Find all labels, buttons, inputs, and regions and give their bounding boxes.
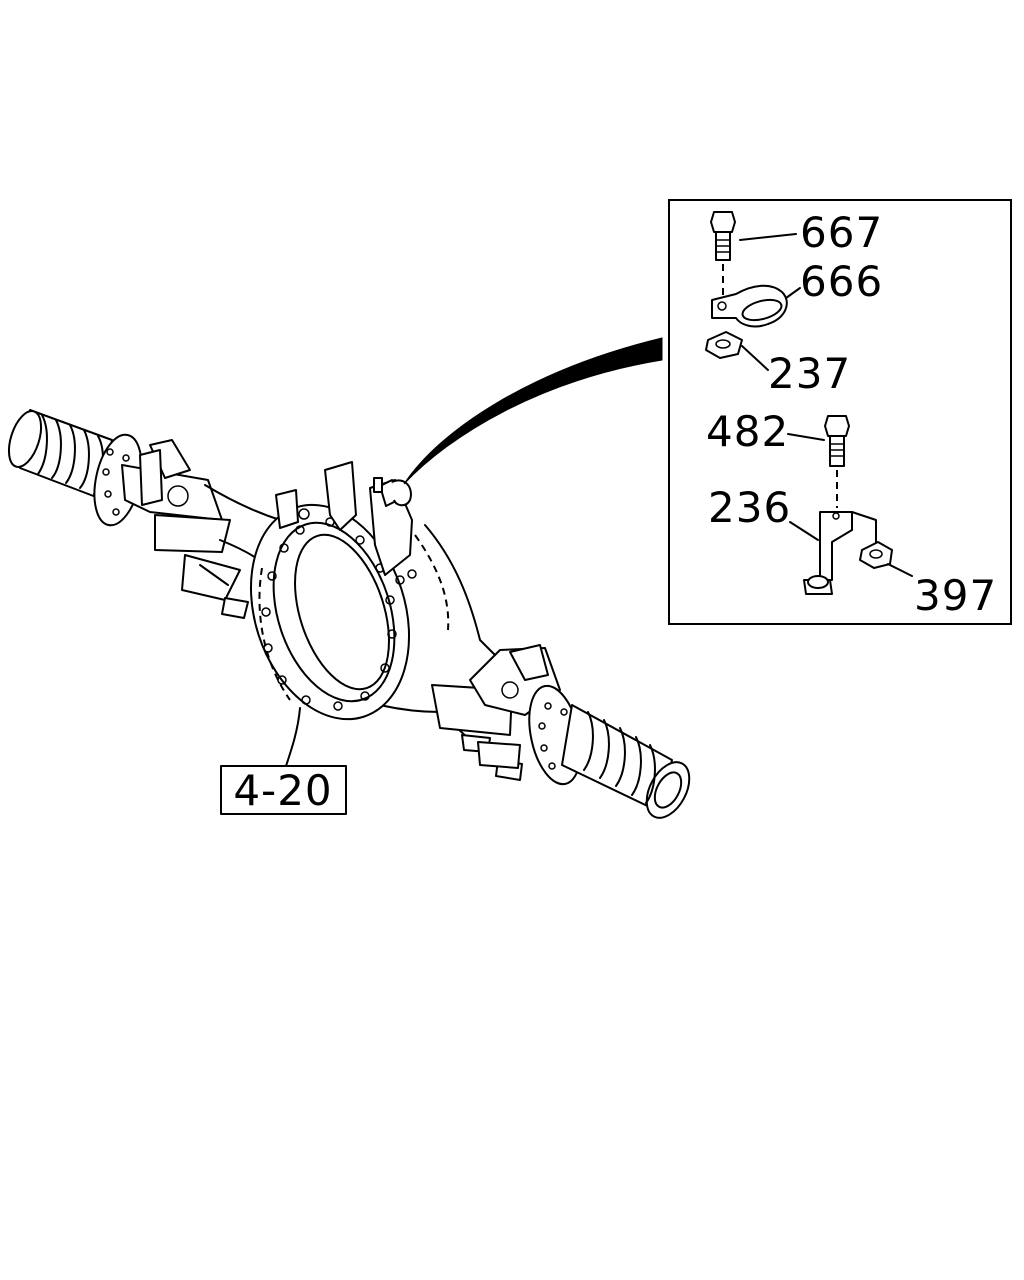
- right-spring-seat: [431, 644, 561, 781]
- nut-lower: 397: [859, 541, 997, 620]
- bolt-lower: 482: [706, 407, 850, 467]
- reference-callout: 4-20: [220, 707, 347, 815]
- bracket: 236: [708, 483, 877, 595]
- nut-upper: 237: [705, 331, 851, 398]
- part-label-237: 237: [768, 349, 851, 398]
- right-axle-tube: [561, 704, 691, 819]
- ref-label: 4-20: [233, 766, 332, 815]
- ref-label-box: [220, 765, 347, 815]
- inset-frame: [668, 199, 1012, 625]
- detail-pointer: [403, 337, 663, 485]
- bolt-upper: 667: [710, 208, 883, 261]
- clip: 666: [711, 257, 883, 328]
- part-label-666: 666: [800, 257, 883, 306]
- part-label-667: 667: [800, 208, 883, 257]
- detail-inset: 667 666 237 482 236: [668, 199, 1012, 625]
- part-label-397: 397: [914, 571, 997, 620]
- left-spring-seat: [121, 439, 249, 619]
- differential-housing: [249, 503, 411, 721]
- axle-housing: 4-20: [7, 409, 691, 819]
- part-label-236: 236: [708, 483, 791, 532]
- part-label-482: 482: [706, 407, 789, 456]
- clip-location: [373, 477, 412, 507]
